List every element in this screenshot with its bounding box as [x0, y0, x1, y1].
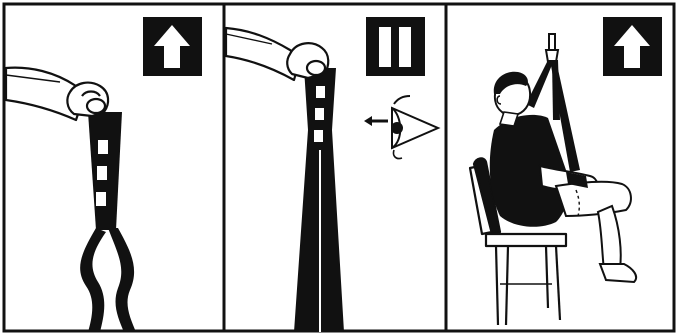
up-arrow-icon — [143, 17, 202, 76]
up-arrow-icon-2 — [603, 17, 662, 76]
panel-2 — [226, 17, 438, 332]
lift-hook — [546, 34, 558, 62]
sling-strap-straight — [294, 68, 344, 332]
hand-illustration — [67, 83, 108, 116]
hand-illustration-2 — [287, 43, 328, 78]
panel-3 — [470, 17, 662, 325]
pause-icon — [366, 17, 425, 76]
sling-strap — [80, 112, 136, 332]
eye-check-icon — [364, 96, 438, 159]
panel-1 — [6, 17, 202, 332]
